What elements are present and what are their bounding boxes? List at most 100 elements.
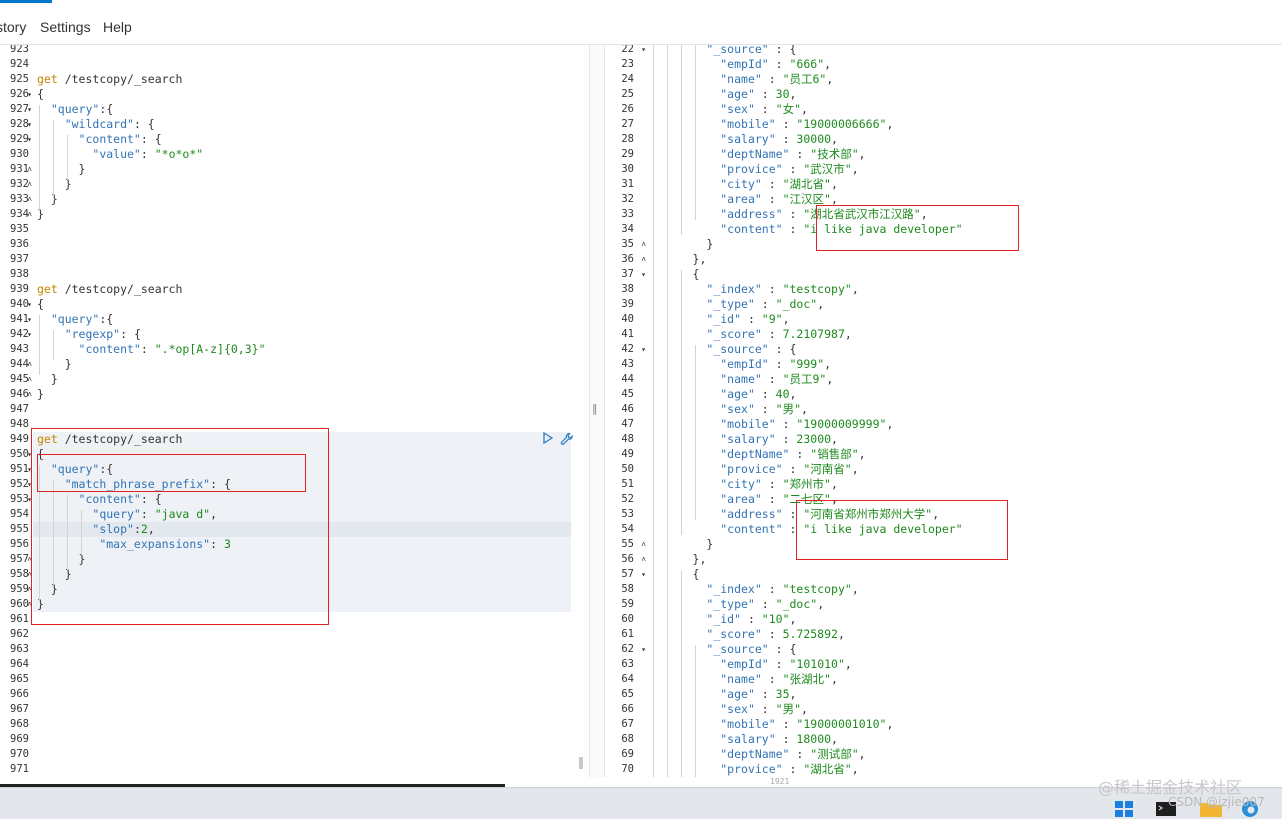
- fold-open-icon[interactable]: ▾: [641, 270, 646, 279]
- request-code-line: }: [37, 552, 86, 566]
- response-code-line: "_score" : 5.725892,: [706, 627, 845, 641]
- response-line-number: 30: [621, 163, 634, 175]
- response-line-number: 35: [621, 238, 634, 250]
- response-line-number: 25: [621, 88, 634, 100]
- response-code-line: "name" : "员工9",: [720, 372, 834, 386]
- fold-close-icon[interactable]: ˄: [27, 390, 32, 399]
- fold-open-icon[interactable]: ▾: [27, 120, 32, 129]
- fold-close-icon[interactable]: ˄: [27, 195, 32, 204]
- fold-open-icon[interactable]: ▾: [641, 45, 646, 54]
- request-line-number: 954: [10, 508, 29, 520]
- request-line-number: 926: [10, 88, 29, 100]
- scrollbar-thumb[interactable]: [579, 757, 583, 769]
- response-code-line: }: [651, 537, 714, 551]
- request-line-number: 965: [10, 673, 29, 685]
- fold-open-icon[interactable]: ▾: [27, 495, 32, 504]
- annotation-box-content-1: [816, 205, 1019, 251]
- request-code-line: "slop":2,: [92, 522, 155, 536]
- response-line-number: 26: [621, 103, 634, 115]
- wrench-icon[interactable]: [560, 432, 574, 446]
- fold-close-icon[interactable]: ˄: [27, 165, 32, 174]
- response-code-line: "name" : "张湖北",: [720, 672, 838, 686]
- fold-open-icon[interactable]: ▾: [27, 465, 32, 474]
- watermark: @稀土掘金技术社区: [1098, 778, 1243, 797]
- response-code-line: "address" : "河南省郑州市郑州大学",: [720, 507, 940, 521]
- indent-guide: [39, 465, 40, 600]
- fold-close-icon[interactable]: ˄: [27, 570, 32, 579]
- fold-close-icon[interactable]: ˄: [27, 375, 32, 384]
- request-editor-code[interactable]: get /testcopy/_search{ "query":{ "wildca…: [33, 45, 588, 777]
- response-line-number: 61: [621, 628, 634, 640]
- fold-close-icon[interactable]: ˄: [641, 540, 646, 549]
- fold-close-icon[interactable]: ˄: [27, 600, 32, 609]
- fold-open-icon[interactable]: ▾: [27, 105, 32, 114]
- fold-open-icon[interactable]: ▾: [641, 345, 646, 354]
- response-code-line: "area" : "江汉区",: [720, 192, 838, 206]
- request-code-line: "match_phrase_prefix": {: [64, 477, 231, 491]
- response-line-number: 56: [621, 553, 634, 565]
- request-line-number: 951: [10, 463, 29, 475]
- fold-open-icon[interactable]: ▾: [641, 645, 646, 654]
- response-line-number: 44: [621, 373, 634, 385]
- response-line-number: 42: [621, 343, 634, 355]
- resize-handle-icon[interactable]: ‖: [592, 402, 598, 415]
- fold-close-icon[interactable]: ˄: [27, 555, 32, 564]
- bottom-line-label: 1921: [770, 777, 790, 786]
- response-code-line: "age" : 35,: [720, 687, 797, 701]
- request-line-number: 959: [10, 583, 29, 595]
- browser-icon[interactable]: [1240, 800, 1260, 818]
- current-line-highlight: [33, 522, 571, 537]
- fold-open-icon[interactable]: ▾: [27, 315, 32, 324]
- response-code-line: "age" : 40,: [720, 387, 797, 401]
- fold-open-icon[interactable]: ▾: [27, 330, 32, 339]
- fold-open-icon[interactable]: ▾: [27, 450, 32, 459]
- response-line-number: 29: [621, 148, 634, 160]
- fold-close-icon[interactable]: ˄: [641, 555, 646, 564]
- response-code-line: {: [651, 267, 700, 281]
- terminal-icon[interactable]: [1155, 800, 1177, 818]
- fold-open-icon[interactable]: ▾: [27, 90, 32, 99]
- fold-open-icon[interactable]: ▾: [27, 480, 32, 489]
- menu-history[interactable]: story: [0, 19, 27, 35]
- indent-guide: [53, 480, 54, 585]
- response-code-line: "mobile" : "19000001010",: [720, 717, 894, 731]
- active-tab-indicator: [0, 0, 52, 3]
- os-taskbar: [0, 787, 1282, 819]
- pane-divider[interactable]: [589, 45, 605, 777]
- fold-open-icon[interactable]: ▾: [27, 135, 32, 144]
- response-code-line: },: [651, 252, 707, 266]
- request-line-number: 963: [10, 643, 29, 655]
- play-icon[interactable]: [542, 432, 554, 444]
- response-line-number: 27: [621, 118, 634, 130]
- fold-close-icon[interactable]: ˄: [641, 255, 646, 264]
- response-line-number: 59: [621, 598, 634, 610]
- response-code-line: "salary" : 30000,: [720, 132, 838, 146]
- windows-start-icon[interactable]: [1113, 800, 1135, 818]
- request-line-number: 940: [10, 298, 29, 310]
- fold-open-icon[interactable]: ▾: [27, 300, 32, 309]
- fold-close-icon[interactable]: ˄: [27, 210, 32, 219]
- response-code-line: "provice" : "河南省",: [720, 462, 859, 476]
- fold-open-icon[interactable]: ▾: [641, 570, 646, 579]
- response-line-number: 41: [621, 328, 634, 340]
- fold-close-icon[interactable]: ˄: [27, 360, 32, 369]
- response-code-line: "_source" : {: [706, 45, 797, 56]
- indent-guide: [39, 105, 40, 210]
- request-line-number: 953: [10, 493, 29, 505]
- response-line-number: 36: [621, 253, 634, 265]
- response-line-number: 37: [621, 268, 634, 280]
- request-line-number: 961: [10, 613, 29, 625]
- request-code-line: "query":{: [50, 312, 114, 326]
- menu-settings[interactable]: Settings: [40, 19, 91, 35]
- fold-close-icon[interactable]: ˄: [641, 240, 646, 249]
- response-code-line: "age" : 30,: [720, 87, 797, 101]
- request-line-number: 964: [10, 658, 29, 670]
- fold-close-icon[interactable]: ˄: [27, 585, 32, 594]
- fold-close-icon[interactable]: ˄: [27, 180, 32, 189]
- horizontal-scrollbar[interactable]: [0, 784, 505, 788]
- folder-icon[interactable]: [1199, 800, 1223, 818]
- indent-guide: [681, 45, 682, 235]
- response-line-number: 32: [621, 193, 634, 205]
- menu-help[interactable]: Help: [103, 19, 132, 35]
